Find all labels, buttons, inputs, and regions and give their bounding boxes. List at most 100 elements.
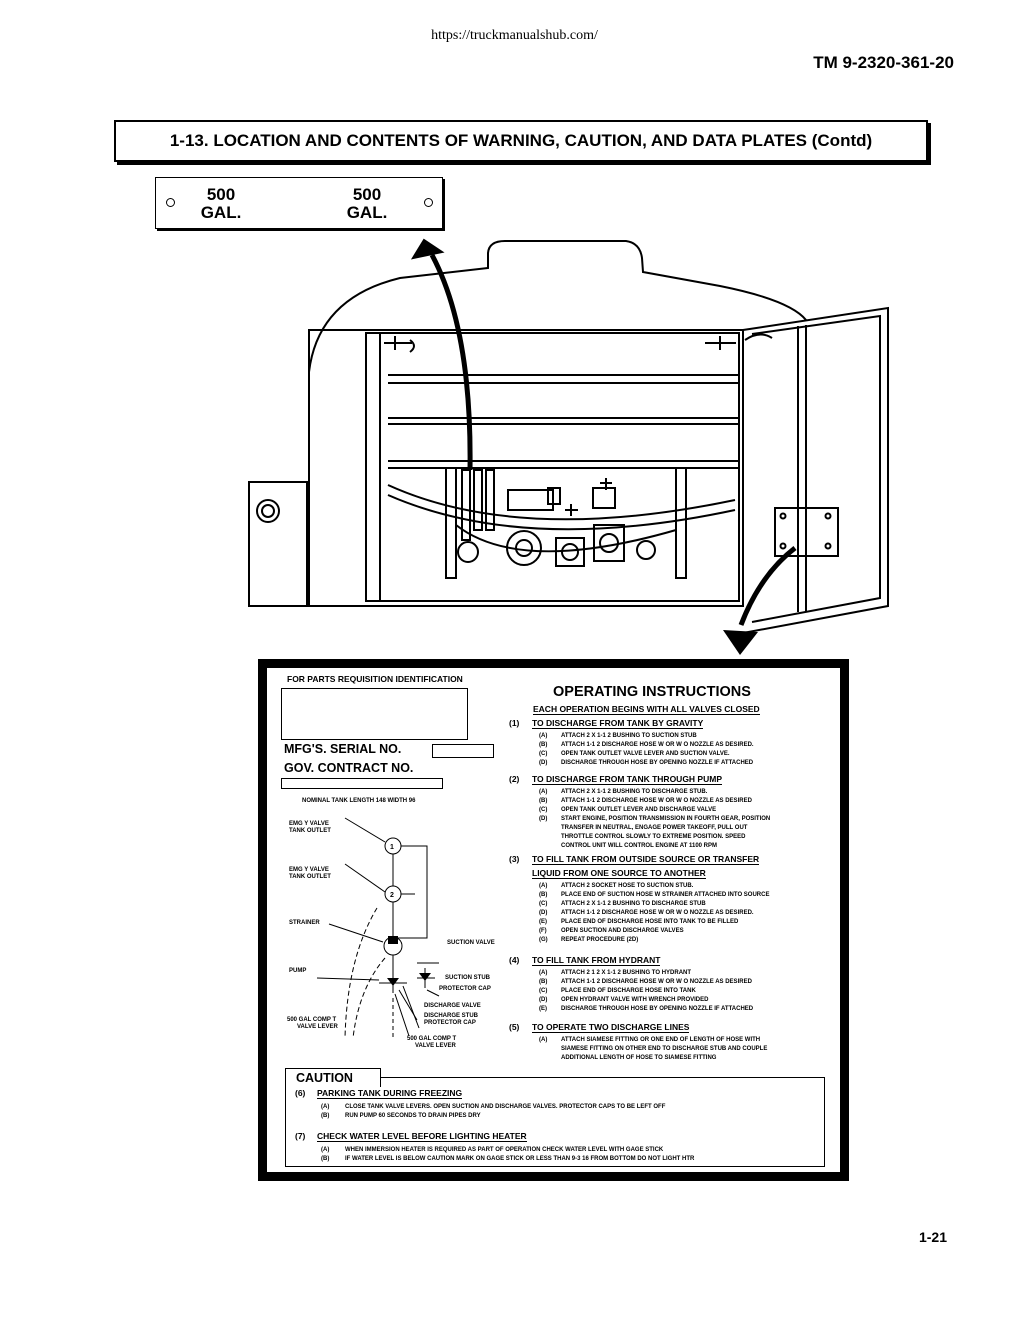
step-text: ATTACH 2 X 1-1 2 BUSHING TO SUCTION STUB bbox=[561, 733, 697, 739]
step-text: PLACE END OF DISCHARGE HOSE INTO TANK TO… bbox=[561, 919, 739, 925]
step-letter: (C) bbox=[539, 988, 548, 994]
step-text: RUN PUMP 60 SECONDS TO DRAIN PIPES DRY bbox=[345, 1113, 481, 1119]
section-number: (3) bbox=[509, 854, 520, 864]
rivet-hole-icon bbox=[424, 198, 433, 207]
data-plate-face: FOR PARTS REQUISITION IDENTIFICATION MFG… bbox=[267, 668, 840, 1172]
pump-label: PUMP bbox=[289, 968, 307, 974]
step-text: OPEN HYDRANT VALVE WITH WRENCH PROVIDED bbox=[561, 997, 709, 1003]
step-text: OPEN TANK OUTLET LEVER AND DISCHARGE VAL… bbox=[561, 807, 717, 813]
pump-cabinet-illustration bbox=[248, 238, 889, 655]
contract-number-box bbox=[281, 778, 443, 789]
step-letter: (D) bbox=[539, 910, 548, 916]
operating-instructions-title: OPERATING INSTRUCTIONS bbox=[553, 684, 751, 700]
tank-dimensions: NOMINAL TANK LENGTH 148 WIDTH 96 bbox=[302, 798, 416, 804]
section-title-cont: LIQUID FROM ONE SOURCE TO ANOTHER bbox=[532, 868, 706, 879]
section-number: (6) bbox=[295, 1088, 306, 1098]
parts-requisition-box bbox=[281, 688, 468, 740]
discharge-valve-label: DISCHARGE VALVE bbox=[424, 1003, 481, 1009]
capacity-plate: 500 GAL. 500 GAL. bbox=[155, 177, 443, 229]
step-text: ATTACH 2 X 1-1 2 BUSHING TO DISCHARGE ST… bbox=[561, 789, 708, 795]
section-number: (1) bbox=[509, 718, 520, 728]
step-text: IF WATER LEVEL IS BELOW CAUTION MARK ON … bbox=[345, 1156, 695, 1162]
step-text: DISCHARGE THROUGH HOSE BY OPENING NOZZLE… bbox=[561, 1006, 754, 1012]
right-capacity-qty: 500 bbox=[352, 185, 382, 204]
suction-stub-label: SUCTION STUB bbox=[445, 975, 490, 981]
step-text: ATTACH 2 X 1-1 2 BUSHING TO DISCHARGE ST… bbox=[561, 901, 706, 907]
left-capacity-qty: 500 bbox=[206, 185, 236, 204]
page-number: 1-21 bbox=[918, 1229, 947, 1245]
step-letter: (G) bbox=[539, 937, 548, 943]
step-letter: (B) bbox=[321, 1156, 330, 1162]
section-title: CHECK WATER LEVEL BEFORE LIGHTING HEATER bbox=[317, 1131, 527, 1142]
right-capacity-unit: GAL. bbox=[346, 203, 388, 222]
comp-valve-lever-right-b: VALVE LEVER bbox=[415, 1043, 456, 1049]
step-letter: (B) bbox=[539, 892, 548, 898]
step-text: ATTACH SIAMESE FITTING OR ONE END OF LEN… bbox=[561, 1037, 761, 1043]
section-title: 1-13. LOCATION AND CONTENTS OF WARNING, … bbox=[114, 120, 928, 162]
step-letter: (B) bbox=[321, 1113, 330, 1119]
step-letter: (E) bbox=[539, 919, 547, 925]
step-letter: (A) bbox=[539, 1037, 548, 1043]
parts-requisition-label: FOR PARTS REQUISITION IDENTIFICATION bbox=[287, 674, 463, 684]
section-title: TO DISCHARGE FROM TANK BY GRAVITY bbox=[532, 718, 704, 729]
serial-number-label: MFG'S. SERIAL NO. bbox=[284, 742, 402, 756]
step-letter: (B) bbox=[539, 979, 548, 985]
protector-cap-label-1: PROTECTOR CAP bbox=[439, 986, 491, 992]
step-letter: (F) bbox=[539, 928, 547, 934]
caution-label: CAUTION bbox=[296, 1071, 353, 1085]
step-text: PLACE END OF SUCTION HOSE W STRAINER ATT… bbox=[561, 892, 770, 898]
step-text: PLACE END OF DISCHARGE HOSE INTO TANK bbox=[561, 988, 696, 994]
step-text: ATTACH 2 SOCKET HOSE TO SUCTION STUB. bbox=[561, 883, 694, 889]
step-letter: (E) bbox=[539, 1006, 547, 1012]
contract-number-label: GOV. CONTRACT NO. bbox=[284, 761, 414, 775]
step-text: ATTACH 1-1 2 DISCHARGE HOSE W OR W O NOZ… bbox=[561, 742, 754, 748]
section-title: TO FILL TANK FROM HYDRANT bbox=[532, 955, 661, 966]
step-letter: (D) bbox=[539, 816, 548, 822]
data-plate: FOR PARTS REQUISITION IDENTIFICATION MFG… bbox=[258, 659, 849, 1181]
step-text: CONTROL UNIT WILL CONTROL ENGINE AT 1100… bbox=[561, 843, 718, 849]
discharge-stub-label: DISCHARGE STUB bbox=[424, 1013, 479, 1019]
section-number: (4) bbox=[509, 955, 520, 965]
step-text: ATTACH 2 1 2 X 1-1 2 BUSHING TO HYDRANT bbox=[561, 970, 692, 976]
step-text: TRANSFER IN NEUTRAL, ENGAGE POWER TAKEOF… bbox=[561, 825, 748, 831]
step-letter: (A) bbox=[539, 970, 548, 976]
section-title-text: 1-13. LOCATION AND CONTENTS OF WARNING, … bbox=[169, 131, 873, 150]
protector-cap-label-2: PROTECTOR CAP bbox=[424, 1020, 476, 1026]
step-letter: (A) bbox=[539, 789, 548, 795]
serial-number-box bbox=[432, 744, 494, 758]
valve-2-number: 2 bbox=[390, 892, 394, 899]
comp-valve-lever-left-b: VALVE LEVER bbox=[297, 1024, 338, 1030]
caution-tab: CAUTION bbox=[285, 1068, 381, 1087]
step-text: CLOSE TANK VALVE LEVERS. OPEN SUCTION AN… bbox=[345, 1104, 666, 1110]
comp-valve-lever-right: 500 GAL COMP T bbox=[407, 1036, 457, 1042]
step-letter: (C) bbox=[539, 901, 548, 907]
emg-valve-label-2: EMG Y VALVE bbox=[289, 867, 329, 873]
step-text: ATTACH 1-1 2 DISCHARGE HOSE W OR W O NOZ… bbox=[561, 979, 752, 985]
step-letter: (A) bbox=[321, 1147, 330, 1153]
tm-number: TM 9-2320-361-20 bbox=[813, 53, 954, 72]
step-text: START ENGINE, POSITION TRANSMISSION IN F… bbox=[561, 816, 771, 822]
section-number: (2) bbox=[509, 774, 520, 784]
section-number: (5) bbox=[509, 1022, 520, 1032]
step-text: OPEN TANK OUTLET VALVE LEVER AND SUCTION… bbox=[561, 751, 730, 757]
plumbing-schematic: 1 2 bbox=[316, 817, 440, 1040]
step-text: ATTACH 1-1 2 DISCHARGE HOSE W OR W O NOZ… bbox=[561, 910, 754, 916]
step-letter: (D) bbox=[539, 760, 548, 766]
step-text: REPEAT PROCEDURE (2D) bbox=[561, 937, 639, 943]
step-letter: (B) bbox=[539, 742, 548, 748]
left-capacity-unit: GAL. bbox=[200, 203, 242, 222]
step-letter: (A) bbox=[539, 883, 548, 889]
valve-1-number: 1 bbox=[390, 844, 394, 851]
section-number: (7) bbox=[295, 1131, 306, 1141]
source-url[interactable]: https://truckmanualshub.com/ bbox=[431, 28, 598, 43]
caution-box bbox=[285, 1077, 825, 1167]
comp-valve-lever-left: 500 GAL COMP T bbox=[287, 1017, 337, 1023]
section-title: TO DISCHARGE FROM TANK THROUGH PUMP bbox=[532, 774, 722, 785]
tank-outlet-label-2: TANK OUTLET bbox=[289, 874, 331, 880]
emg-valve-label-1: EMG Y VALVE bbox=[289, 821, 329, 827]
section-title: TO OPERATE TWO DISCHARGE LINES bbox=[532, 1022, 690, 1033]
step-letter: (D) bbox=[539, 997, 548, 1003]
rivet-hole-icon bbox=[166, 198, 175, 207]
step-letter: (C) bbox=[539, 751, 548, 757]
step-text: DISCHARGE THROUGH HOSE BY OPENING NOZZLE… bbox=[561, 760, 754, 766]
